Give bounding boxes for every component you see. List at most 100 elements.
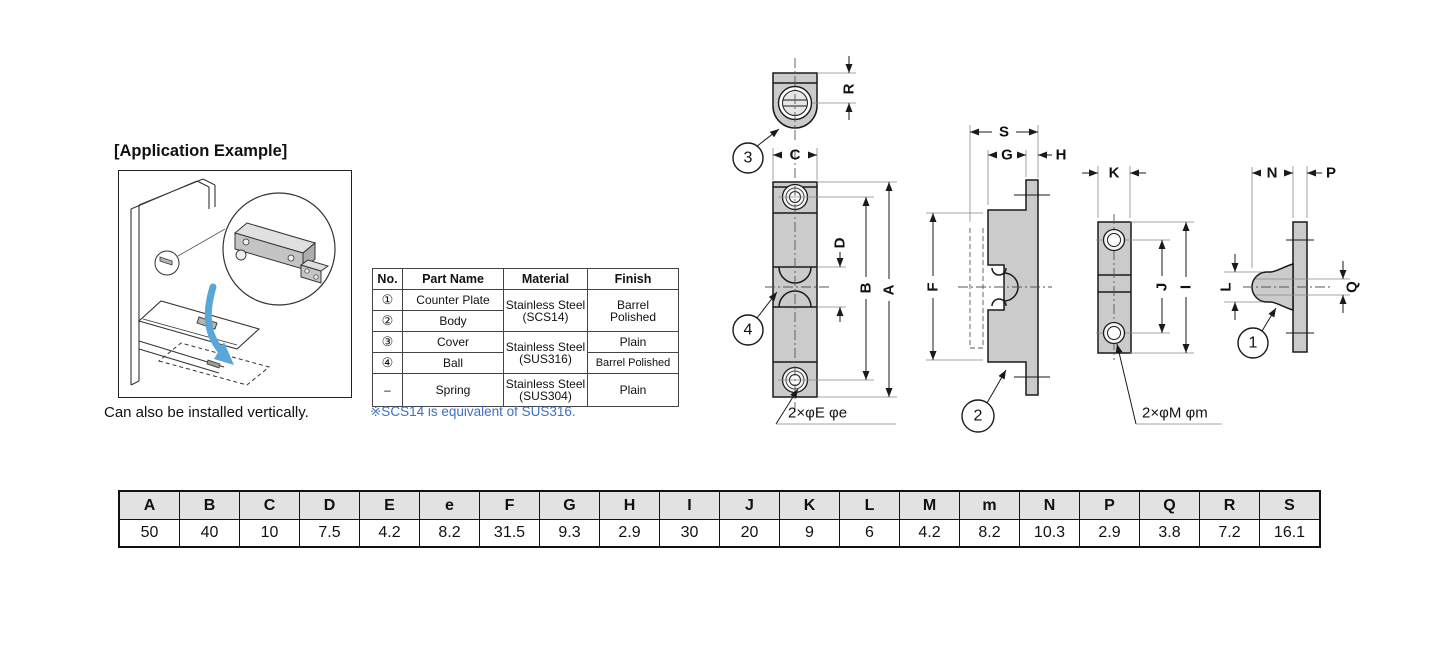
dim-col-E: E xyxy=(359,490,420,520)
swing-arrow xyxy=(204,283,234,365)
dim-value-F: 31.5 xyxy=(479,519,540,548)
closed-flap-dashed xyxy=(157,342,271,386)
callout-number: 3 xyxy=(744,150,753,167)
dim-col-D: D xyxy=(299,490,360,520)
ball-icon xyxy=(235,249,247,261)
body-side-view: S G H F xyxy=(925,124,1067,396)
screw-hole xyxy=(1102,321,1126,345)
cabinet-outline xyxy=(130,178,225,386)
counter-plate-front-view: K J I 2×φM φm xyxy=(1082,165,1222,425)
counter-plate-side-view: N P L Q xyxy=(1218,165,1361,353)
table-row: – Spring Stainless Steel(SUS304) Plain xyxy=(372,373,679,407)
callout-4: 4 xyxy=(732,291,778,346)
dim-value-L: 6 xyxy=(839,519,900,548)
open-flap xyxy=(137,300,261,350)
dim-col-e: e xyxy=(419,490,480,520)
material-note: ※SCS14 is equivalent of SUS316. xyxy=(370,404,576,419)
application-example-illustration xyxy=(130,178,336,386)
parts-header-no: No. xyxy=(372,268,403,290)
dim-label-J: J xyxy=(1154,283,1171,291)
dim-value-P: 2.9 xyxy=(1079,519,1140,548)
hole-label-body: 2×φE φe xyxy=(788,405,847,422)
part-material: Stainless Steel(SUS304) xyxy=(503,373,588,407)
parts-header-part: Part Name xyxy=(402,268,504,290)
screw-icon xyxy=(304,268,310,274)
dim-label-F: F xyxy=(925,282,942,291)
table-row: ① Counter Plate Stainless Steel(SCS14) B… xyxy=(372,289,679,332)
dim-value-G: 9.3 xyxy=(539,519,600,548)
dim-value-N: 10.3 xyxy=(1019,519,1080,548)
dim-value-K: 9 xyxy=(779,519,840,548)
dim-col-K: K xyxy=(779,490,840,520)
latch-mark xyxy=(159,256,173,266)
technical-drawings: R 3 xyxy=(732,56,1361,433)
callout-2: 2 xyxy=(961,369,1007,433)
dim-col-A: A xyxy=(118,490,180,520)
hole-label-plate: 2×φM φm xyxy=(1142,405,1208,422)
dim-value-e: 8.2 xyxy=(419,519,480,548)
application-example-figure xyxy=(118,170,352,398)
dim-col-Q: Q xyxy=(1139,490,1200,520)
dim-label-A: A xyxy=(881,284,898,295)
dim-label-P: P xyxy=(1326,165,1336,182)
dim-col-B: B xyxy=(179,490,240,520)
part-no: ① xyxy=(372,289,403,311)
dim-value-J: 20 xyxy=(719,519,780,548)
screw-icon xyxy=(287,254,295,262)
dim-col-F: F xyxy=(479,490,540,520)
dim-value-D: 7.5 xyxy=(299,519,360,548)
part-name: Spring xyxy=(402,373,504,407)
dim-value-B: 40 xyxy=(179,519,240,548)
callout-1: 1 xyxy=(1237,307,1277,359)
dim-value-E: 4.2 xyxy=(359,519,420,548)
dim-label-C: C xyxy=(790,147,801,164)
table-row: ③ Cover Stainless Steel(SUS316) Plain xyxy=(372,331,679,374)
dim-col-N: N xyxy=(1019,490,1080,520)
dim-label-Q: Q xyxy=(1344,281,1361,293)
part-finish: Plain xyxy=(587,373,679,407)
dim-label-L: L xyxy=(1218,282,1235,291)
part-name: Ball xyxy=(402,352,504,374)
screw-icon xyxy=(313,274,319,280)
dim-label-N: N xyxy=(1267,165,1278,182)
part-material: Stainless Steel(SCS14) xyxy=(503,289,588,332)
dim-col-R: R xyxy=(1199,490,1260,520)
callout-number: 1 xyxy=(1249,335,1258,352)
dim-label-K: K xyxy=(1109,165,1120,182)
dim-col-L: L xyxy=(839,490,900,520)
body-front-view: C D B A 2×φE φe xyxy=(765,147,898,425)
part-no: ③ xyxy=(372,331,403,353)
magnifier-leader xyxy=(177,228,226,257)
dim-label-H: H xyxy=(1056,147,1067,164)
dim-value-M: 4.2 xyxy=(899,519,960,548)
part-no: ② xyxy=(372,310,403,332)
dim-label-B: B xyxy=(858,282,875,293)
dim-value-S: 16.1 xyxy=(1259,519,1321,548)
screw-icon xyxy=(242,238,250,246)
dim-col-I: I xyxy=(659,490,720,520)
dim-label-I: I xyxy=(1178,285,1195,289)
application-example-title: [Application Example] xyxy=(114,142,288,160)
dim-value-A: 50 xyxy=(118,519,180,548)
part-no: – xyxy=(372,373,403,407)
dim-value-H: 2.9 xyxy=(599,519,660,548)
part-material: Stainless Steel(SUS316) xyxy=(503,331,588,374)
screw-hole xyxy=(1102,228,1126,252)
callout-number: 2 xyxy=(974,408,983,425)
dim-value-R: 7.2 xyxy=(1199,519,1260,548)
dim-label-D: D xyxy=(832,237,849,248)
dim-col-P: P xyxy=(1079,490,1140,520)
part-finish: Plain xyxy=(587,331,679,353)
dim-col-H: H xyxy=(599,490,660,520)
dim-col-m: m xyxy=(959,490,1020,520)
dim-col-G: G xyxy=(539,490,600,520)
part-name: Cover xyxy=(402,331,504,353)
dim-label-S: S xyxy=(999,124,1009,141)
application-example-caption: Can also be installed vertically. xyxy=(104,404,309,421)
parts-header-material: Material xyxy=(503,268,588,290)
magnifier-detail xyxy=(222,192,336,306)
parts-header-finish: Finish xyxy=(587,268,679,290)
